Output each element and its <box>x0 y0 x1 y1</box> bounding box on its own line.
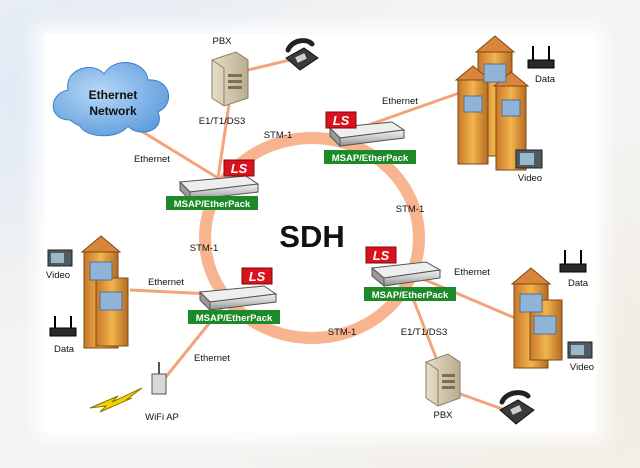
cloud-label-line1: Ethernet <box>89 88 138 102</box>
stm1-label-right: STM-1 <box>396 204 425 215</box>
office-building-top-right <box>454 35 530 171</box>
msap-top-right: LS MSAP/EtherPack <box>324 111 416 164</box>
msap-badge-bottom-right: MSAP/EtherPack <box>364 287 456 301</box>
msap-top-left: LS MSAP/EtherPack <box>166 159 260 210</box>
data-label-right: Data <box>568 278 589 289</box>
msap-label-bottom-right: MSAP/EtherPack <box>372 290 449 301</box>
msap-label-bottom-left: MSAP/EtherPack <box>196 313 273 324</box>
ethernet-label-cloud: Ethernet <box>134 154 170 165</box>
wifi-ap-icon <box>151 362 167 395</box>
ls-badge-bottom-left: LS <box>241 267 273 285</box>
ls-label-top-right: LS <box>333 113 350 128</box>
video-label-top-right: Video <box>518 173 542 184</box>
e1t1ds3-label-top: E1/T1/DS3 <box>199 116 245 127</box>
link-pbx-phone-top <box>247 58 291 72</box>
office-building-right <box>510 267 563 369</box>
data-label-top-right: Data <box>535 74 556 85</box>
link-msap-tr-building <box>359 90 463 130</box>
stm1-label-top: STM-1 <box>264 130 293 141</box>
msap-bottom-right: LS MSAP/EtherPack <box>364 246 456 301</box>
ethernet-cloud: Ethernet Network <box>52 62 169 137</box>
msap-label-top-left: MSAP/EtherPack <box>174 199 251 210</box>
router-icon-right <box>559 250 587 273</box>
video-icon-right <box>567 341 593 359</box>
phone-icon-bottom <box>499 390 535 425</box>
sdh-label: SDH <box>279 219 344 254</box>
stm1-label-bottom: STM-1 <box>328 327 357 338</box>
router-icon-left <box>49 316 77 337</box>
cloud-label-line2: Network <box>89 104 137 118</box>
ethernet-label-left: Ethernet <box>148 277 184 288</box>
ethernet-label-top-right: Ethernet <box>382 96 418 107</box>
msap-badge-top-left: MSAP/EtherPack <box>166 196 258 210</box>
data-label-left: Data <box>54 344 75 355</box>
ls-label-bottom-left: LS <box>249 269 266 284</box>
stm1-label-left: STM-1 <box>190 243 219 254</box>
wifi-ap-label: WiFi AP <box>145 412 179 423</box>
phone-icon-top <box>285 38 319 71</box>
pbx-bottom <box>425 353 461 407</box>
ls-badge-top-right: LS <box>325 111 357 129</box>
ls-badge-bottom-right: LS <box>365 246 397 264</box>
msap-badge-top-right: MSAP/EtherPack <box>324 150 416 164</box>
office-building-left <box>80 235 129 349</box>
msap-badge-bottom-left: MSAP/EtherPack <box>188 310 280 324</box>
pbx-top-label: PBX <box>212 36 232 47</box>
video-icon-left <box>47 249 73 267</box>
pbx-top <box>211 51 249 107</box>
router-icon-top-right <box>527 46 555 69</box>
msap-label-top-right: MSAP/EtherPack <box>332 153 409 164</box>
ls-label-top-left: LS <box>231 161 248 176</box>
ls-badge-top-left: LS <box>223 159 255 177</box>
ethernet-label-bottom-right: Ethernet <box>454 267 490 278</box>
lightning-icon <box>89 387 143 413</box>
msap-bottom-left: LS MSAP/EtherPack <box>188 267 280 324</box>
video-icon-top-right <box>515 149 543 169</box>
sdh-ring <box>199 132 425 344</box>
link-pbx-msap-tl <box>216 97 232 179</box>
e1t1ds3-label-bottom: E1/T1/DS3 <box>401 327 447 338</box>
video-label-left: Video <box>46 270 70 281</box>
ls-label-bottom-right: LS <box>373 248 390 263</box>
video-label-right: Video <box>570 362 594 373</box>
link-pbx-phone-bottom <box>454 390 506 412</box>
pbx-bottom-label: PBX <box>433 410 453 421</box>
ethernet-label-wifi: Ethernet <box>194 353 230 364</box>
